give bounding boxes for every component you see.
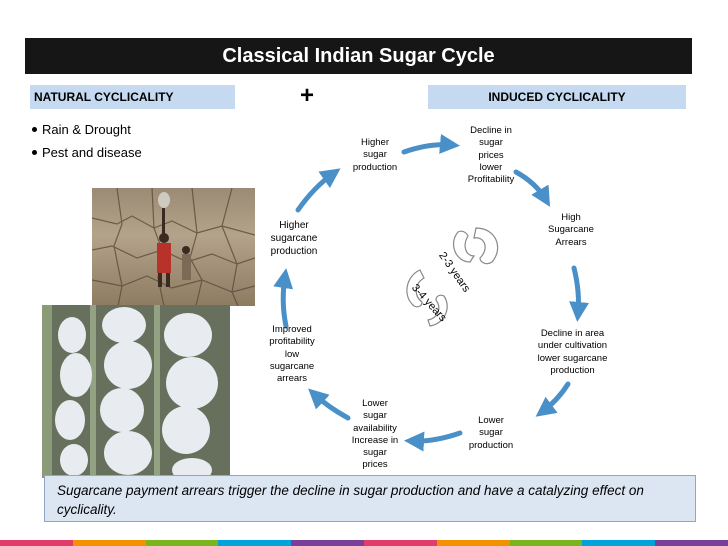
cycle-node-line: prices	[362, 459, 388, 471]
cycle-node-line: lower	[479, 161, 503, 173]
cycle-node-line: under cultivation	[537, 340, 608, 352]
cycle-node: Higher sugarcane production	[258, 219, 330, 258]
cycle-arrow	[404, 430, 463, 452]
cycle-node-line: profitability	[269, 336, 315, 348]
slide-title: Classical Indian Sugar Cycle	[25, 38, 692, 74]
cycle-arrow	[295, 168, 341, 213]
cycle-arrow	[569, 265, 590, 322]
cycle-arrow	[513, 169, 551, 207]
cycle-node-line: production	[270, 246, 318, 257]
cycle-node: Lower sugar production	[456, 415, 526, 452]
cycle-node-line: lower sugarcane	[537, 352, 608, 364]
cycle-node-line: arrears	[276, 373, 308, 385]
cycle-node-line: Arrears	[555, 236, 587, 248]
cycle-node-line: production	[468, 439, 514, 451]
cycle-node-line: Lower	[478, 415, 504, 426]
cycle-arrow	[308, 388, 351, 421]
inner-cycle-arrow	[473, 227, 499, 265]
decorative-stripe	[0, 540, 728, 546]
drought-photo	[91, 187, 256, 307]
natural-causes-list: Rain & Drought Pest and disease	[30, 122, 142, 168]
cycle-node: Decline in sugar prices lower Profitabil…	[455, 125, 527, 186]
cycle-arrow	[535, 381, 571, 417]
inner-cycle-arrow	[453, 230, 476, 263]
inner-cycle-arrow	[427, 294, 448, 327]
cycle-node-line: Decline in	[470, 125, 512, 136]
cycle-node-line: production	[352, 161, 398, 173]
bullet-icon	[32, 150, 37, 155]
cycle-node-line: Higher	[279, 220, 309, 231]
cycle-arrow	[401, 133, 460, 155]
cycle-node-line: Decline in area	[540, 328, 605, 339]
list-item-label: Pest and disease	[42, 145, 142, 160]
cycle-node-line: sugar	[363, 447, 387, 459]
bullet-icon	[32, 127, 37, 132]
cycle-node-line: sugar	[363, 149, 387, 161]
cycle-node-line: sugar	[479, 137, 503, 149]
plus-sign: +	[300, 82, 315, 109]
cycle-node-line: Increase in	[351, 434, 399, 446]
cycle-node-line: production	[550, 364, 595, 376]
cycle-node: Decline in area under cultivation lower …	[525, 328, 620, 377]
cycle-node-line: Sugarcane	[548, 224, 594, 236]
cycle-arrow	[273, 268, 294, 329]
cycle-node-line: sugarcane	[269, 360, 315, 372]
cycle-node-line: sugar	[363, 410, 387, 422]
list-item-label: Rain & Drought	[42, 122, 131, 137]
list-item: Rain & Drought	[30, 122, 142, 137]
cycle-node-line: sugar	[479, 427, 503, 439]
cycle-node-line: Lower	[362, 398, 388, 409]
cycle-node-line: prices	[478, 149, 504, 161]
footer-note: Sugarcane payment arrears trigger the de…	[44, 475, 696, 522]
pest-photo	[42, 305, 230, 478]
cycle-node: Lower sugar availability Increase in sug…	[340, 398, 410, 472]
cycle-node-line: High	[561, 212, 581, 223]
cycle-node: Improved profitability low sugarcane arr…	[256, 324, 328, 385]
inner-cycle-arrow	[406, 269, 425, 308]
cycle-node-line: availability	[353, 422, 397, 434]
cycle-node-line: Profitability	[467, 174, 515, 186]
cycle-node-line: Improved	[272, 324, 312, 335]
natural-cyclicality-label: NATURAL CYCLICALITY	[30, 85, 235, 109]
cycle-node-line: Higher	[361, 137, 389, 148]
induced-cyclicality-label: INDUCED CYCLICALITY	[428, 85, 686, 109]
cycle-node-line: low	[284, 348, 300, 360]
list-item: Pest and disease	[30, 145, 142, 160]
cycle-node-line: sugarcane	[270, 233, 318, 244]
cycle-node: High Sugarcane Arrears	[536, 212, 606, 249]
cycle-node: Higher sugar production	[340, 137, 410, 174]
